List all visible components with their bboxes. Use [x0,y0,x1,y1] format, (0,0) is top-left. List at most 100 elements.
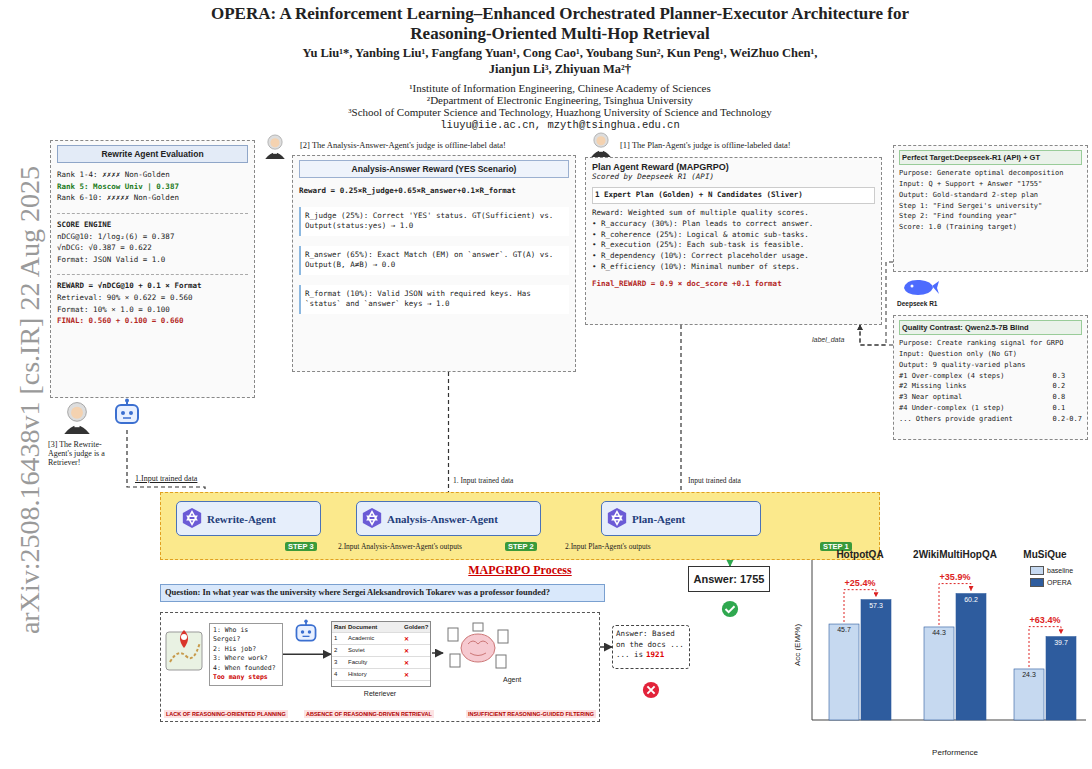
label-text: label_data [812,336,844,343]
edge-label: Input trained data [688,476,741,485]
drawing-part [939,584,971,625]
node-text: Answer: 1755 [694,573,765,585]
node-text: 0.1 [1052,403,1082,414]
drawing-part [722,601,738,617]
agent-box: Rewrite-Agent [176,501,321,536]
node-text: ✕ [402,669,430,681]
node-text: Rewrite Agent Evaluation [57,145,248,163]
node-text: Format: JSON Valid = 1.0 [57,254,248,266]
drawing-part [608,508,626,528]
legend-row: OPERA [1030,578,1072,587]
label-text: 39.7 [1054,639,1068,646]
node-text: 4: When founded? [213,664,279,673]
node-text: Academic [346,633,402,645]
bar-chart [812,560,1086,720]
label-text: [2] The Analysis-Answer-Agent's judge is… [300,140,506,150]
drawing-part [829,624,859,720]
node-text: • R_dependency (10%): Correct placeholde… [592,251,875,262]
node-text: Analysis-Answer-Agent [387,513,498,525]
node-text: R_answer (65%): Exact Match (EM) on `ans… [299,246,569,275]
label-text: +25.4% [845,578,876,588]
label-text: STEP 2 [505,542,537,551]
node-text: Input: Question only (No GT) [899,349,1082,360]
node-text: 1 Expert Plan (Golden) + N Candidates (S… [592,187,875,204]
node-text: nDCG@10: 1/log₂(6) = 0.387 [57,231,248,243]
label-text: 45.7 [837,626,851,633]
node-text: ✕ [402,645,430,657]
label-panel: Perfect Target:Deepseek-R1 (API) + GTPur… [893,145,1088,272]
node-text: ✕ [402,633,430,645]
node-text: Analysis-Answer Reward (YES Scenario) [299,160,569,178]
node-text: Question: In what year was the universit… [165,587,600,597]
node-text: R_judge (25%): Correct 'YES' status. GT(… [299,207,569,236]
node-text: Scored by Deepseek R1 (API) [592,172,875,183]
label-text: liuyu@iie.ac.cn, mzyth@tsinghua.edu.cn [440,119,679,131]
label-text: Deepseek R1 [897,300,937,307]
node-text: 2: His job? [213,645,279,654]
legend-swatch [1030,578,1044,587]
drawing-part [643,682,659,698]
node-text: SCORE ENGINE [57,213,248,231]
label-text: +63.4% [1030,615,1061,625]
node-text: INSUFFICIENT REASONING-GUIDED FILTERING [466,710,596,718]
drawing-part [1014,669,1044,720]
plan-list: 1: Who is Sergei?2: His job?3: Where wor… [209,623,283,686]
label-text: Acc (EM/%) [793,624,802,666]
drawing-part [956,594,986,720]
node-text: 3 [332,657,346,669]
node-text: History [346,669,402,681]
node-text: 1 [332,633,346,645]
answer-box: Answer: Based on the docs ... ... is1921 [612,625,690,669]
node-text: MAPGRPO Process [161,563,879,578]
legend-text: baseline [1047,567,1073,574]
node-text: 2 [332,645,346,657]
node-text: Rank 5: Moscow Univ | 0.387 [57,181,248,193]
label-text: Reteriever [364,690,396,697]
node-text: R_format (10%): Valid JSON with required… [299,285,569,314]
node-text: Rewrite-Agent [207,513,276,525]
node-text: 0.8 [1052,392,1082,403]
node-text: Output: Gold-standard 2-step plan [899,190,1082,201]
retrieval-table: RankDocumentGolden?1Academic✕2Soviet✕3Fa… [331,621,431,687]
drawing-part [448,623,508,668]
label-text: ³School of Computer Science and Technolo… [348,106,771,118]
node-text: √nDCG: √0.387 = 0.622 [57,242,248,254]
node-text: 1: Who is Sergei? [213,626,279,645]
label-text: 60.2 [964,596,978,603]
node-text: 0.2-0.7 [1052,414,1082,425]
label-text: [1] The Plan-Agent's judge is offline-la… [620,140,791,150]
node-text: Step 2: "Find founding year" [899,211,1082,222]
node-text: Faculty [346,657,402,669]
label-text: HotpotQA [836,549,883,560]
reward-panel: Analysis-Answer Reward (YES Scenario) Rew… [292,155,576,372]
label-text: MuSiQue [1023,549,1066,560]
reward-panel: Plan Agent Reward (MAPGRPO)Scored by Dee… [585,157,882,325]
agent-box: Plan-Agent [601,501,761,536]
drawing-part [183,508,201,528]
agent-box: Analysis-Answer-Agent [356,501,541,536]
label-text: 44.3 [932,629,946,636]
node-text: ... Others provide gradient [899,414,1048,425]
node-text: Purpose: Generate optimal decomposition [899,168,1082,179]
node-text: Reward = 0.25×R_judge+0.65×R_answer+0.1×… [299,186,569,197]
question-box: Question: In what year was the universit… [160,584,605,602]
drawing-part [64,403,90,434]
label-text: Yu Liu¹*, Yanbing Liu¹, Fangfang Yuan¹, … [300,46,820,77]
node-text: • R_execution (25%): Each sub-task is fe… [592,240,875,251]
node-text: Rank 6-10: ✗✗✗✗✗ Non-Golden [57,192,248,204]
label-text: 2WikiMultiHopQA [913,549,997,560]
label-text: STEP 3 [285,542,317,551]
node-text: Score: 1.0 (Training target) [899,222,1082,233]
problem-region: LACK OF REASONING-ORIENTED PLANNINGABSEN… [160,612,600,722]
label-text: Agent [503,676,521,683]
label-text: +35.9% [940,572,971,582]
node-text: #4 Under-complex (1 step) [899,403,1048,414]
drawing-part [924,627,954,720]
drawing-part [363,508,381,528]
node-text: #3 Near optimal [899,392,1048,403]
connector [600,646,612,648]
connector [283,654,331,656]
drawing-part [127,430,205,498]
node-text: Step 1: "Find Sergei's university" [899,201,1082,212]
agent-icon [361,507,383,529]
